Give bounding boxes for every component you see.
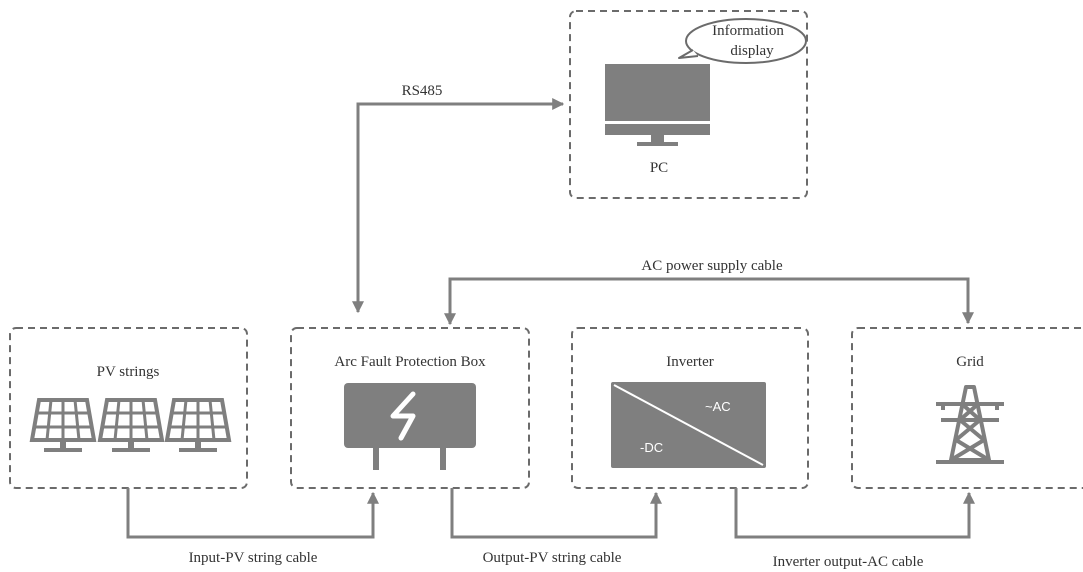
monitor-icon — [605, 64, 710, 146]
output-pv-string-connection — [450, 488, 662, 539]
inverter-output-cable-label: Inverter output-AC cable — [773, 554, 924, 570]
pc-box — [569, 10, 808, 199]
inverter-ac-label: ~AC — [705, 399, 731, 414]
inverter-label: Inverter — [666, 354, 713, 370]
output-pv-cable-label: Output-PV string cable — [483, 550, 622, 566]
grid-box — [851, 327, 1083, 489]
transmission-tower-icon — [936, 385, 1004, 464]
rs485-label: RS485 — [402, 83, 443, 99]
inverter-dc-label: -DC — [640, 440, 663, 455]
solar-panels-icon — [29, 398, 232, 452]
pv-strings-label: PV strings — [97, 364, 160, 380]
input-pv-cable-label: Input-PV string cable — [189, 550, 318, 566]
inverter-box — [571, 327, 809, 489]
grid-label: Grid — [956, 354, 984, 370]
pc-label: PC — [650, 160, 668, 176]
arc-fault-device-icon — [344, 383, 476, 470]
rs485-connection — [352, 98, 565, 314]
pv-strings-box — [9, 327, 248, 489]
ac-power-supply-label: AC power supply cable — [641, 258, 783, 274]
ac-power-supply-connection — [444, 277, 974, 326]
arc-fault-label: Arc Fault Protection Box — [334, 354, 486, 370]
info-display-line2: display — [730, 43, 774, 59]
info-display-line1: Information — [712, 23, 784, 39]
information-display-bubble: Information display — [678, 18, 807, 64]
arc-fault-box — [290, 327, 530, 489]
input-pv-string-connection — [126, 488, 379, 539]
inverter-output-ac-connection — [734, 488, 975, 539]
inverter-icon: ~AC -DC — [611, 382, 766, 468]
